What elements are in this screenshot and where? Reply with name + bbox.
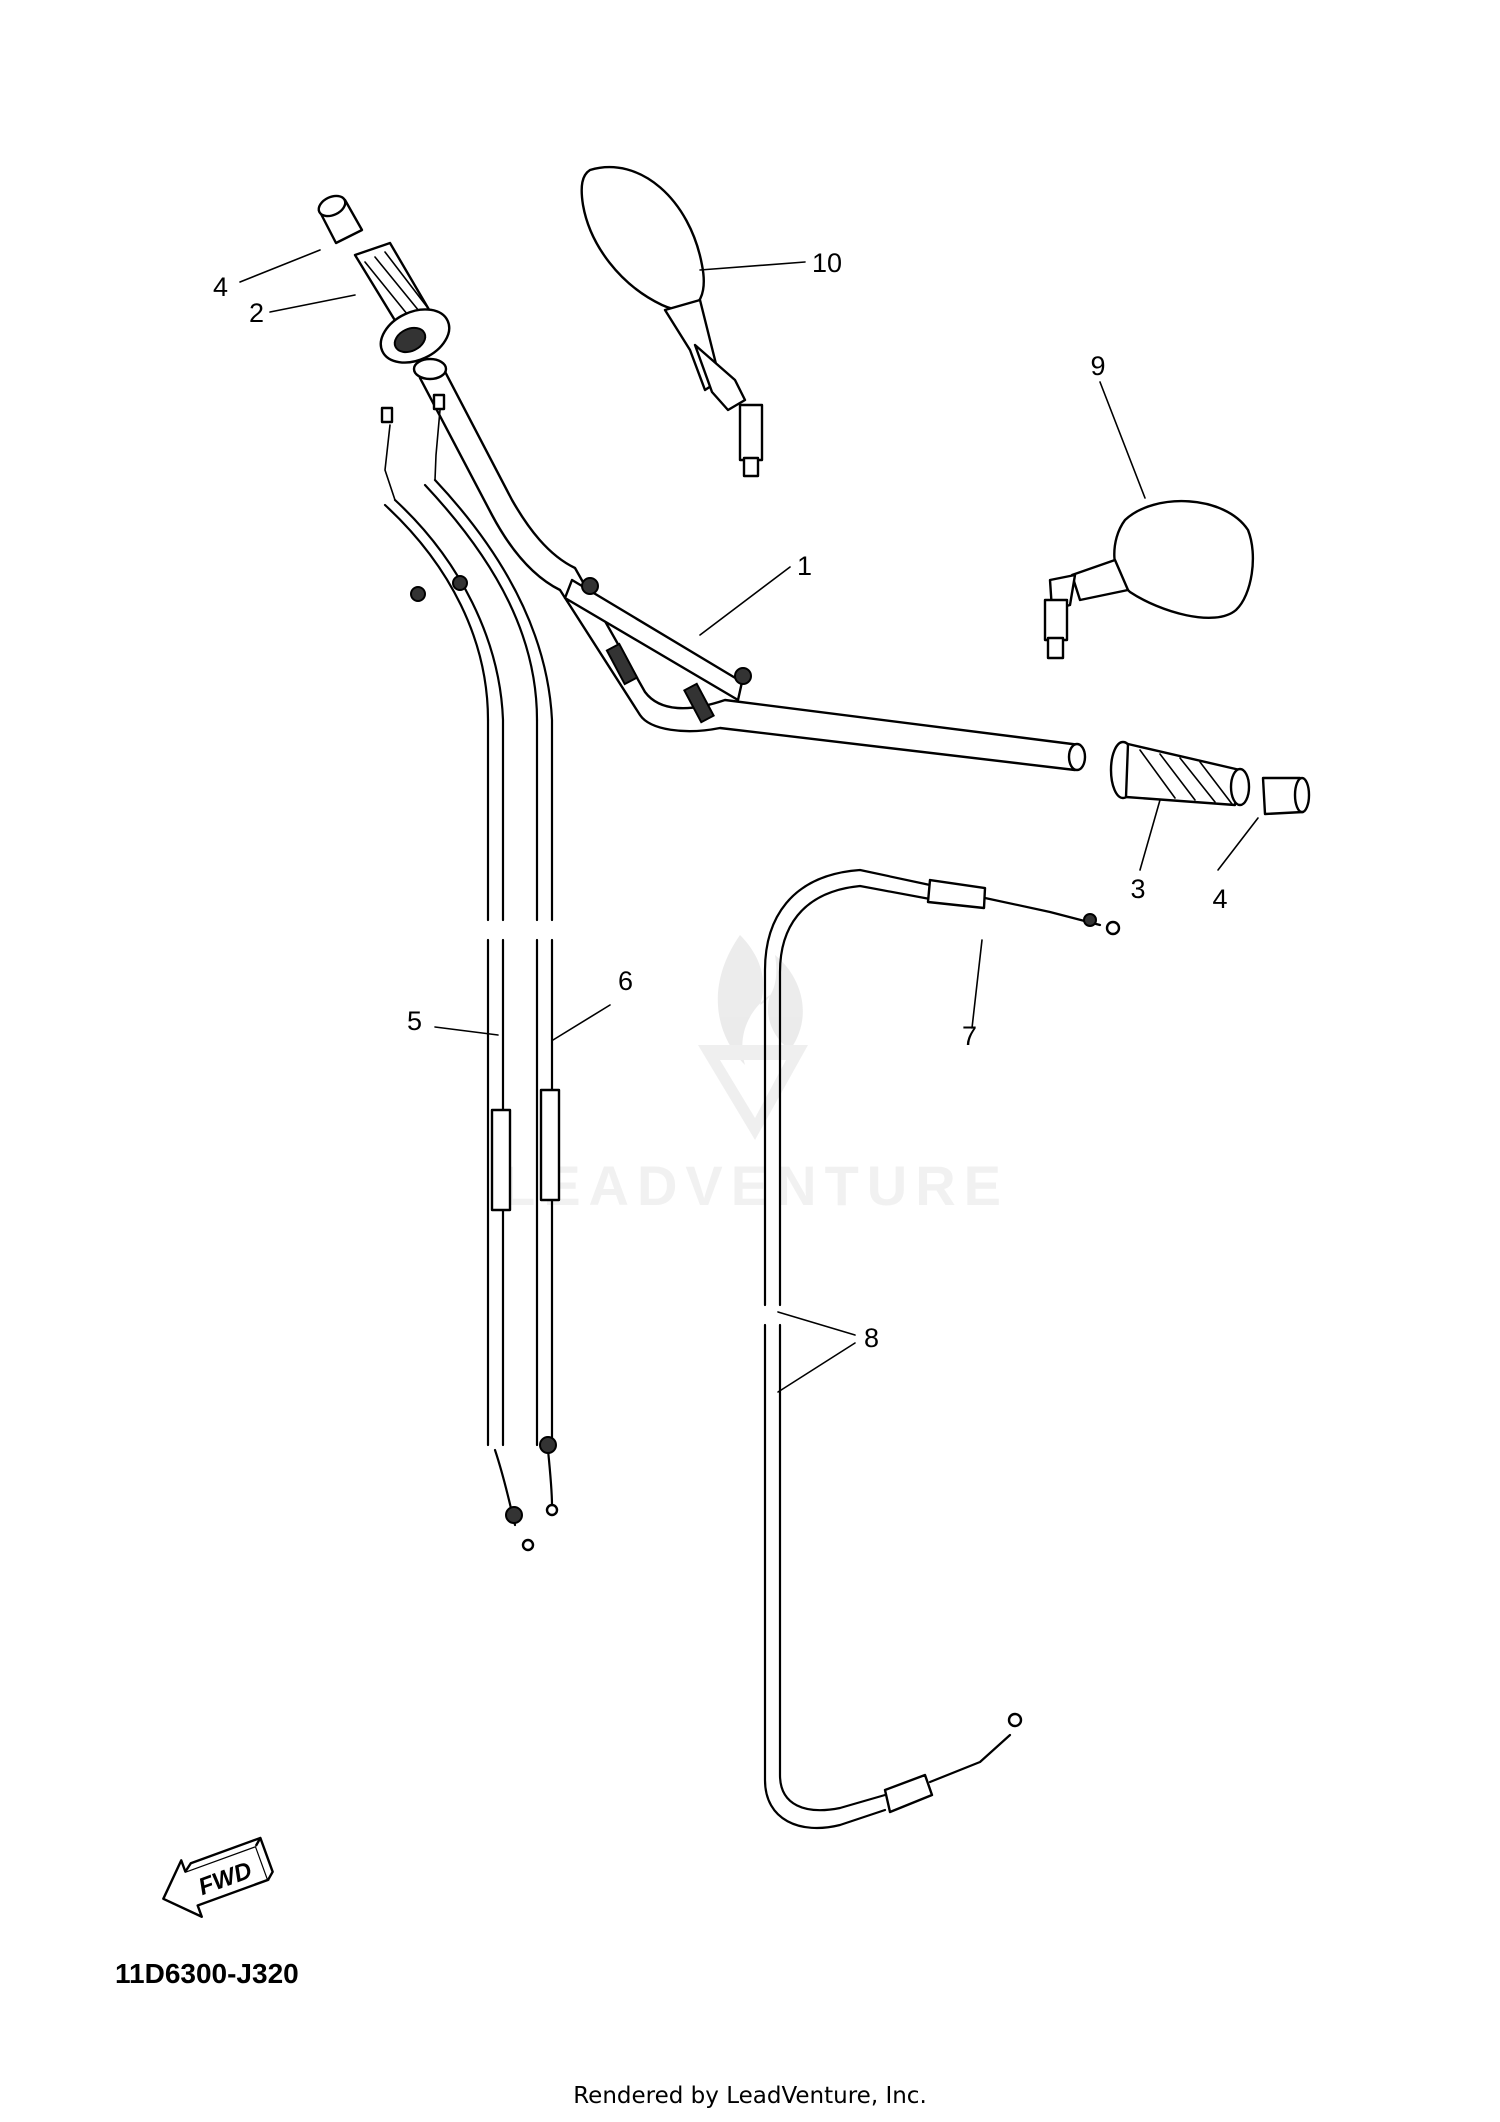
callout-2: 2 [249, 298, 264, 328]
callout-1: 1 [797, 551, 812, 581]
render-credit: Rendered by LeadVenture, Inc. [573, 2083, 927, 2109]
throttle-cables [380, 393, 561, 1552]
mirror-left [580, 165, 764, 478]
callout-5: 5 [407, 1006, 422, 1036]
callout-9: 9 [1090, 351, 1105, 381]
clutch-cable [763, 868, 1121, 1830]
callout-4-right: 4 [1212, 884, 1227, 914]
callout-6: 6 [618, 966, 633, 996]
right-grip [1109, 740, 1251, 807]
leadventure-watermark: LEADVENTURE [501, 935, 1009, 1217]
fwd-arrow: FWD [162, 1836, 274, 1918]
callout-numbers: 4 2 1 10 9 3 4 5 6 7 8 [213, 248, 1228, 1353]
mirror-right [1043, 499, 1255, 660]
callout-7: 7 [962, 1021, 977, 1051]
bar-end-right [1261, 776, 1311, 816]
callout-4: 4 [213, 272, 228, 302]
callout-8: 8 [864, 1323, 879, 1353]
watermark-text: LEADVENTURE [501, 1154, 1009, 1217]
bar-end-left [317, 194, 364, 245]
callout-3: 3 [1130, 874, 1145, 904]
left-grip [353, 241, 451, 364]
handlebar [412, 357, 1087, 772]
diagram-code: 11D6300-J320 [115, 1958, 299, 1989]
callout-10: 10 [812, 248, 842, 278]
callout-leaders [239, 249, 1259, 1393]
